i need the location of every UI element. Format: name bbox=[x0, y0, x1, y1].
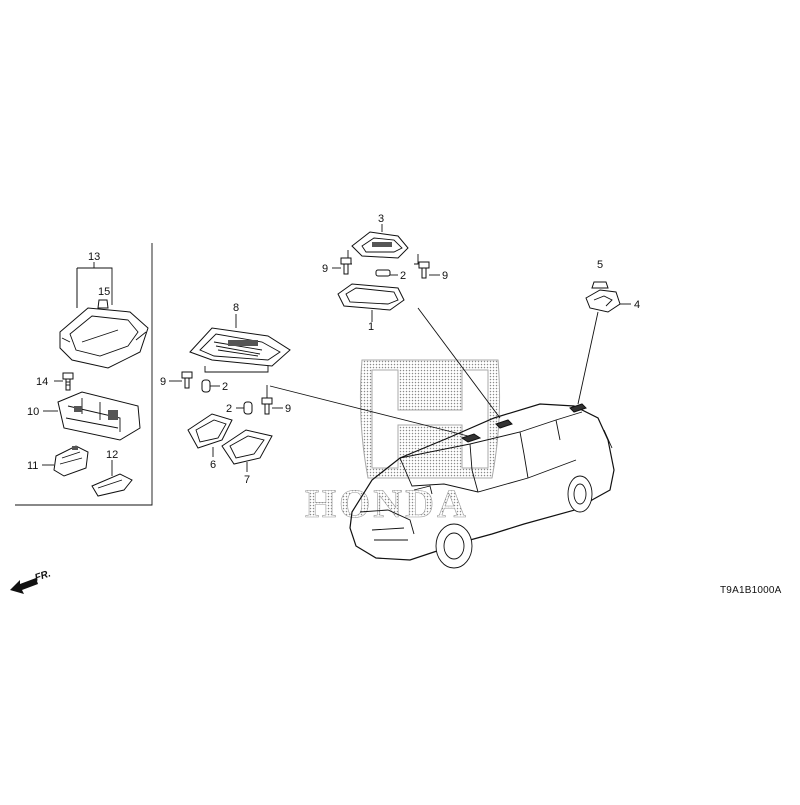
callout-12: 12 bbox=[106, 449, 118, 461]
car-outline bbox=[349, 403, 615, 569]
left-parts-group bbox=[15, 243, 153, 506]
callout-9-top-right: 9 bbox=[442, 270, 448, 282]
callout-11: 11 bbox=[27, 460, 38, 472]
lens-7 bbox=[221, 429, 273, 465]
callout-2-middle-lower: 2 bbox=[226, 403, 232, 415]
bulb-2-middle-lower bbox=[243, 401, 253, 415]
bulb-2-middle-top bbox=[201, 379, 211, 393]
lens-6 bbox=[187, 413, 233, 449]
map-lamp-housing-8 bbox=[189, 327, 291, 367]
trunk-lamp-4 bbox=[585, 289, 621, 313]
callout-5: 5 bbox=[597, 259, 603, 271]
screw-14 bbox=[62, 372, 74, 391]
callout-6: 6 bbox=[210, 459, 216, 471]
courtesy-lamp-housing-3 bbox=[351, 231, 409, 259]
screw-9-top-left bbox=[340, 257, 352, 275]
right-parts-group bbox=[577, 281, 631, 405]
clip-15 bbox=[97, 299, 109, 309]
clip-5 bbox=[591, 281, 609, 289]
callout-4: 4 bbox=[634, 299, 640, 311]
leader-top-to-car bbox=[417, 307, 501, 419]
screw-9-middle bbox=[261, 397, 273, 415]
lens-12 bbox=[91, 473, 133, 497]
group-bracket-border bbox=[15, 243, 153, 506]
top-parts-group bbox=[332, 224, 501, 419]
lens-1 bbox=[337, 283, 405, 311]
console-module-10 bbox=[57, 391, 141, 441]
callout-1: 1 bbox=[368, 321, 374, 333]
lamp-unit-11 bbox=[53, 445, 89, 477]
callout-15: 15 bbox=[98, 286, 110, 298]
callout-2-top: 2 bbox=[400, 270, 406, 282]
callout-3: 3 bbox=[378, 213, 384, 225]
callout-9-left: 9 bbox=[160, 376, 166, 388]
honda-h-emblem bbox=[359, 359, 501, 479]
callout-8: 8 bbox=[233, 302, 239, 314]
callout-10: 10 bbox=[27, 406, 39, 418]
leader-middle-to-car bbox=[269, 385, 469, 437]
callout-13: 13 bbox=[88, 251, 100, 263]
overhead-console-housing bbox=[59, 307, 149, 369]
screw-9-top-right bbox=[418, 261, 430, 279]
callout-7: 7 bbox=[244, 474, 250, 486]
callout-2-middle-upper: 2 bbox=[222, 381, 228, 393]
callout-9-middle: 9 bbox=[285, 403, 291, 415]
callout-14: 14 bbox=[36, 376, 48, 388]
callout-9-top-left: 9 bbox=[322, 263, 328, 275]
bulb-2-top bbox=[375, 269, 391, 277]
leader-right-to-car bbox=[577, 311, 599, 405]
honda-watermark: HONDA bbox=[305, 359, 501, 526]
middle-parts-group bbox=[169, 314, 469, 472]
front-direction-arrow-icon: FR. bbox=[10, 568, 52, 594]
screw-9-left bbox=[181, 371, 193, 389]
front-direction-label: FR. bbox=[34, 568, 53, 583]
honda-wordmark: HONDA bbox=[305, 481, 469, 526]
diagram-code: T9A1B1000A bbox=[720, 585, 782, 596]
